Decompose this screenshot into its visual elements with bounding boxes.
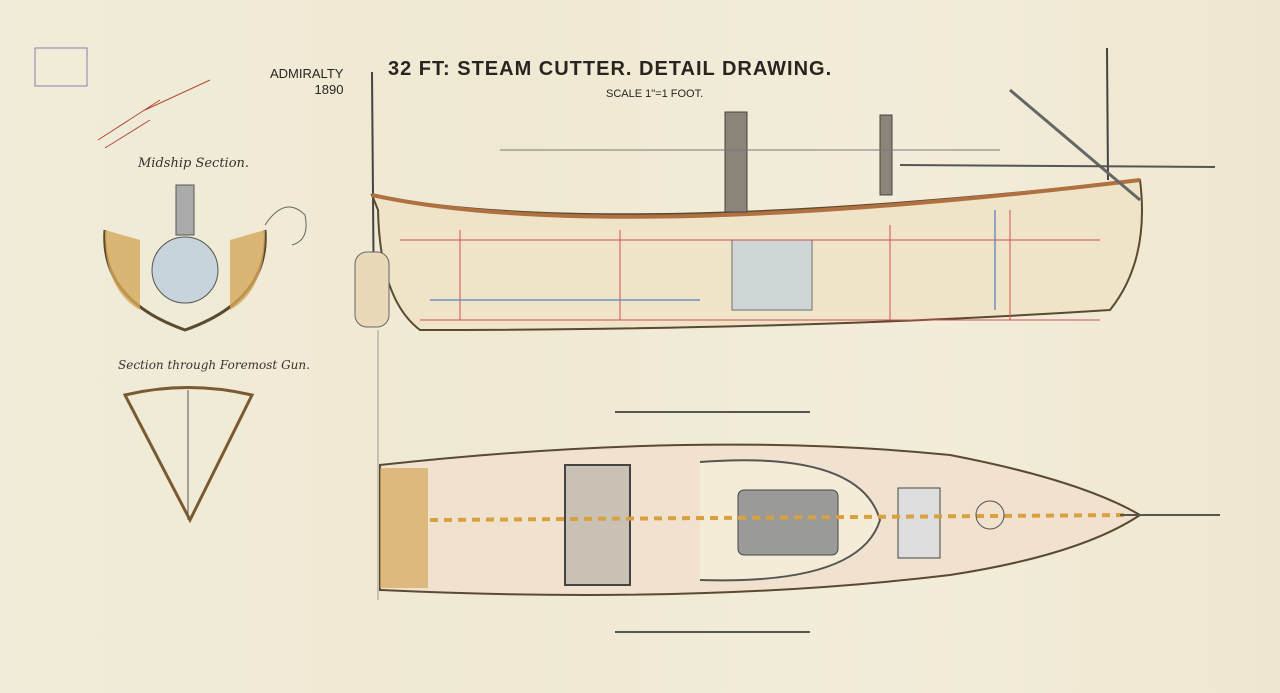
handwritten-annotation	[97, 79, 211, 149]
profile-view	[354, 47, 1216, 332]
gun-section-label: Section through Foremost Gun.	[118, 358, 310, 372]
drawing-title: 32 FT: STEAM CUTTER. DETAIL DRAWING.	[388, 58, 833, 80]
authority: ADMIRALTY	[270, 66, 344, 81]
scale-label: SCALE 1"=1 FOOT.	[606, 88, 704, 100]
admiralty-label: ADMIRALTY 1890	[270, 66, 343, 98]
midship-section	[103, 184, 307, 332]
year: 1890	[314, 82, 344, 97]
archive-stamp	[34, 47, 88, 87]
gun-section	[122, 386, 255, 524]
plan-view	[379, 411, 1220, 633]
midship-section-label: Midship Section.	[138, 156, 250, 171]
